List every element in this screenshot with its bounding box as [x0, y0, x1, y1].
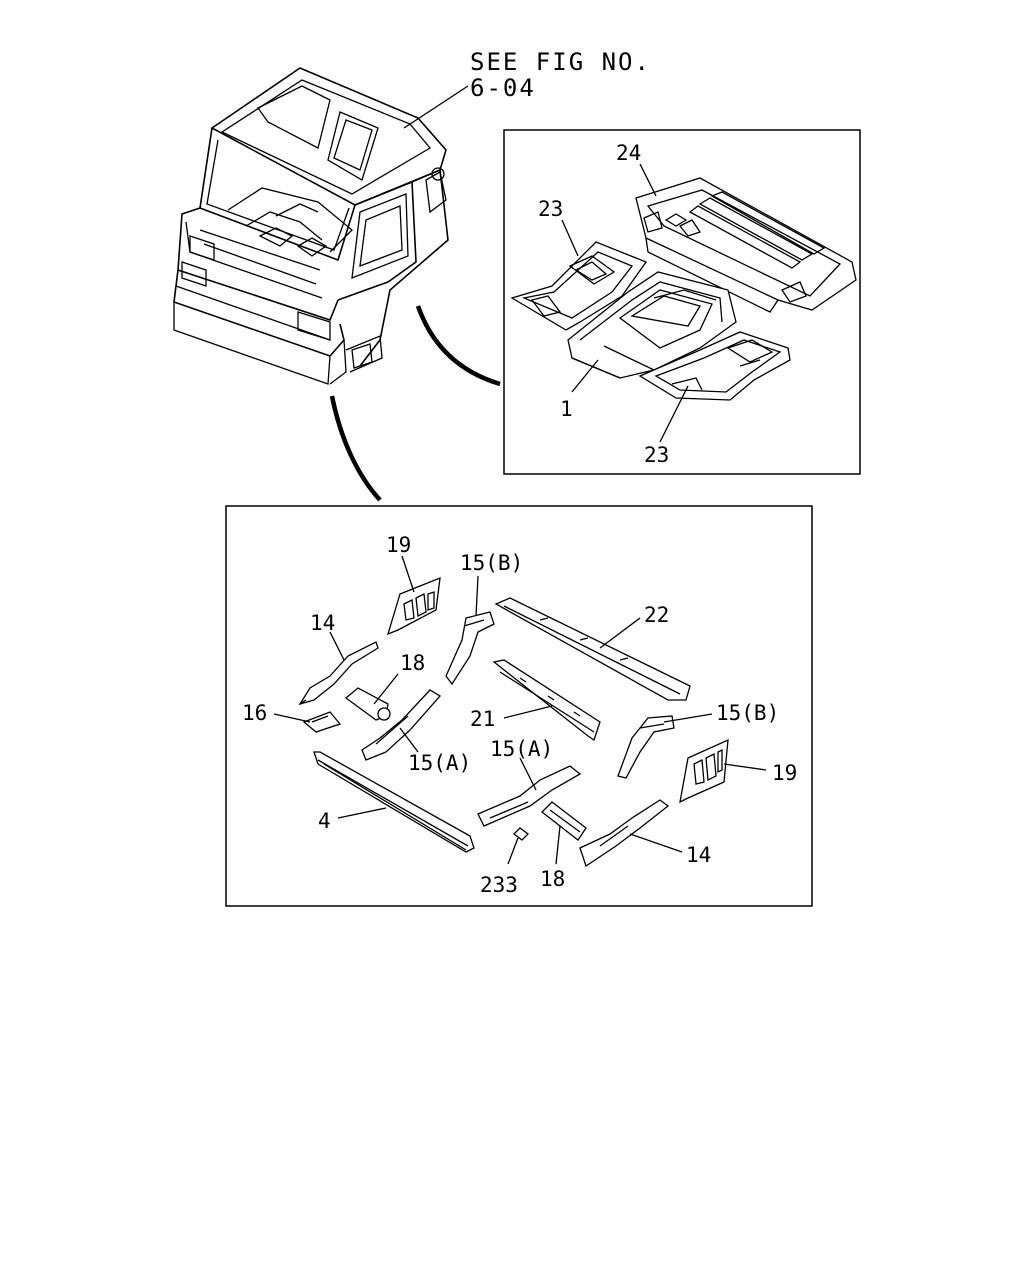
leader-15a-right	[519, 757, 537, 791]
frame-parts	[298, 576, 729, 868]
label-part-1: 1	[560, 397, 573, 421]
reference-leader-line	[403, 85, 469, 129]
leader-14-lower	[629, 833, 683, 853]
label-part-16: 16	[242, 701, 267, 725]
label-part-15b-right: 15(B)	[716, 701, 779, 725]
label-part-15b-upper: 15(B)	[460, 551, 523, 575]
leader-24	[639, 163, 657, 197]
leader-19-left	[401, 555, 415, 593]
leader-18-lower	[555, 825, 561, 865]
floor-panel-parts	[510, 177, 857, 401]
label-part-21: 21	[470, 707, 495, 731]
reference-line-2: 6-04	[470, 74, 536, 102]
leader-14-upper	[329, 631, 345, 661]
label-part-22: 22	[644, 603, 669, 627]
leader-4	[337, 807, 387, 819]
leader-21	[503, 705, 553, 719]
leader-15a-left	[399, 727, 419, 753]
leader-15b-upper	[475, 575, 479, 617]
label-part-14-lower: 14	[686, 843, 711, 867]
floor-panel-box	[503, 129, 861, 475]
leader-15b-right	[663, 713, 713, 723]
label-part-23-left: 23	[538, 197, 563, 221]
label-part-15a-left: 15(A)	[408, 751, 471, 775]
leader-22	[599, 617, 641, 649]
label-part-233: 233	[480, 873, 518, 897]
frame-callout-arc	[329, 395, 382, 502]
label-part-14-upper: 14	[310, 611, 335, 635]
leader-1	[571, 359, 599, 393]
label-part-18-upper: 18	[400, 651, 425, 675]
leader-16	[273, 713, 311, 723]
label-part-23-right: 23	[644, 443, 669, 467]
label-part-19-left: 19	[386, 533, 411, 557]
label-part-18-lower: 18	[540, 867, 565, 891]
truck-cab-illustration	[173, 67, 449, 385]
label-part-15a-right: 15(A)	[490, 737, 553, 761]
floor-callout-arc	[415, 305, 501, 387]
frame-parts-box	[225, 505, 813, 907]
label-part-19-right: 19	[772, 761, 797, 785]
leader-23-right	[659, 385, 689, 443]
leader-19-right	[723, 763, 767, 771]
leader-23-left	[561, 219, 579, 257]
label-part-24: 24	[616, 141, 641, 165]
reference-line-1: SEE FIG NO.	[470, 48, 651, 76]
label-part-4: 4	[318, 809, 331, 833]
leader-18-upper	[373, 673, 399, 705]
